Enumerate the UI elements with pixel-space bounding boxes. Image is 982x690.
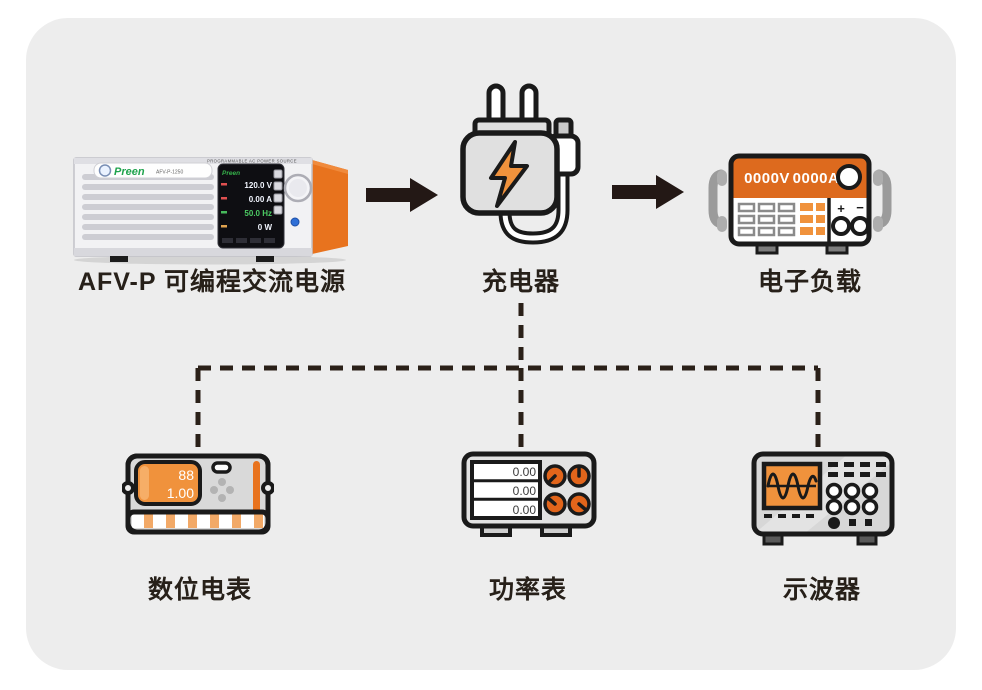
brand-logo-icon — [98, 164, 112, 177]
label-ac-power-source: AFV-P 可编程交流电源 — [77, 268, 347, 296]
multimeter-value-bottom: 1.00 — [167, 485, 194, 501]
model-text: AFV-P-1250 — [156, 170, 183, 176]
multimeter-display — [134, 460, 202, 506]
digital-multimeter-icon: 88 1.00 — [122, 453, 274, 535]
lightning-bolt-icon — [489, 140, 529, 208]
label-electronic-load: 电子负载 — [757, 268, 862, 296]
power-meter-display — [470, 460, 542, 520]
electronic-load-icon: 0000V 0000A + − — [708, 153, 892, 255]
screen-current: 0.00 A — [249, 195, 272, 204]
sine-wave — [766, 472, 818, 500]
load-knob — [836, 164, 862, 190]
charger-icon — [460, 83, 581, 245]
load-minus-terminal — [850, 216, 870, 236]
panel-header-text: PROGRAMMABLE AC POWER SOURCE — [207, 159, 297, 164]
load-voltage-readout: 0000V — [744, 170, 790, 187]
multimeter-value-top: 88 — [178, 467, 194, 483]
power-meter-row2: 0.00 — [513, 484, 537, 498]
port-slot — [211, 461, 232, 474]
oscilloscope-icon — [751, 451, 895, 546]
load-current-readout: 0000A — [793, 170, 840, 187]
dpad-buttons — [210, 478, 234, 502]
connector-pins — [144, 514, 263, 528]
label-digital-multimeter: 数位电表 — [147, 576, 252, 604]
screen-frequency: 50.0 Hz — [244, 209, 272, 218]
ac-power-source-icon: Preen AFV-P-1250 PROGRAMMABLE AC POWER S… — [73, 157, 348, 265]
power-meter-knobs — [543, 464, 591, 516]
right-notch — [261, 481, 274, 495]
scope-knobs — [825, 482, 879, 516]
arrow-right-icon — [366, 178, 438, 212]
power-meter-row3: 0.00 — [513, 503, 537, 517]
scope-button-rects — [828, 462, 886, 477]
screen-brand-text: Preen — [222, 170, 240, 177]
label-oscilloscope: 示波器 — [782, 576, 861, 604]
label-power-meter: 功率表 — [488, 576, 567, 604]
label-charger: 充电器 — [481, 268, 560, 296]
screen-power: 0 W — [258, 223, 273, 232]
load-minus-terminal-label: − — [856, 200, 864, 215]
load-plus-terminal-label: + — [837, 201, 845, 216]
left-notch — [122, 481, 135, 495]
arrow-right-icon — [612, 175, 684, 209]
power-meter-row1: 0.00 — [513, 465, 537, 479]
display-screen — [217, 163, 285, 249]
brand-label-strip — [93, 162, 213, 179]
brand-text: Preen — [114, 166, 145, 178]
load-plus-terminal — [831, 216, 851, 236]
power-meter-icon: 0.00 0.00 0.00 — [461, 451, 597, 537]
scope-dashes — [764, 514, 814, 518]
power-button — [290, 217, 300, 227]
screen-voltage: 120.0 V — [244, 181, 272, 190]
